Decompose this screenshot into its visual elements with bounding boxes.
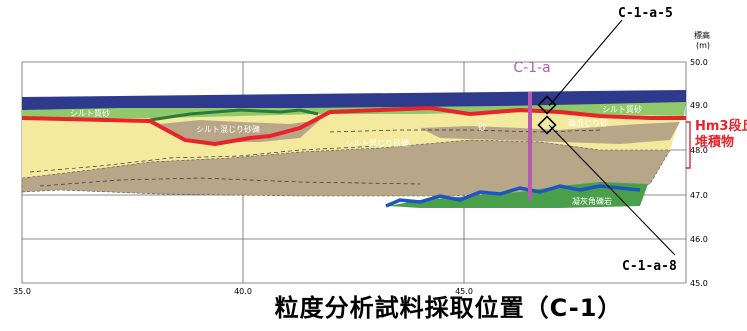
terrace-label-line2: 堆積物: [695, 134, 734, 150]
figure-title: 粒度分析試料採取位置（C-1）: [274, 294, 623, 322]
terrace-bracket: [686, 121, 691, 169]
terrace-label-line1: Hm3段丘: [695, 118, 747, 134]
leader-line-8: [548, 124, 676, 256]
y-tick-labels: 50.0 49.0 48.0 47.0 46.0 45.0: [690, 58, 708, 288]
y-tick: 45.0: [690, 279, 708, 288]
stratum-labels: シルト質砂 シルト混じり砂礫 砂 シルト混じり砂礫 シルト質砂 礫混じり砂 凝灰…: [70, 104, 642, 206]
x-tick: 45.0: [455, 287, 473, 296]
elevation-label-unit: (m): [696, 41, 710, 50]
sample-marker-8: [537, 115, 557, 135]
stratum-label: シルト質砂: [602, 104, 642, 114]
strata-contacts: [29, 129, 601, 187]
topsoil-layer: [22, 90, 686, 110]
stratum-label: 礫混じり砂: [568, 118, 608, 128]
section-line-label: C-1-a: [513, 60, 550, 76]
red-terrace-line: [21, 105, 686, 147]
green-boundary-line: [149, 108, 319, 122]
y-tick: 48.0: [690, 146, 708, 155]
y-tick: 50.0: [690, 58, 708, 67]
y-tick: 49.0: [690, 101, 708, 110]
stratum-label: 砂: [478, 122, 486, 132]
center-gravel-lens: [420, 122, 680, 144]
blue-bedrock-line: [385, 184, 641, 208]
leader-line-5: [548, 19, 623, 107]
elevation-label-kanji: 標高: [694, 30, 710, 40]
upper-gravel-lens: [160, 120, 320, 142]
gravel-silt-layer: [21, 139, 671, 197]
x-tick: 40.0: [234, 287, 252, 296]
sample-label-5: C-1-a-5: [618, 6, 673, 21]
sample-label-8: C-1-a-8: [622, 259, 677, 274]
stratum-label: シルト混じり砂礫: [196, 124, 260, 134]
stratum-label: シルト混じり砂礫: [345, 138, 409, 148]
stratum-label: シルト質砂: [70, 108, 110, 118]
stratum-label: 凝灰角礫岩: [572, 196, 612, 206]
y-tick: 47.0: [690, 191, 708, 200]
y-tick: 46.0: [690, 235, 708, 244]
x-tick-labels: 35.0 40.0 45.0: [13, 287, 473, 296]
x-tick: 35.0: [13, 287, 31, 296]
sample-marker-5: [537, 95, 557, 115]
